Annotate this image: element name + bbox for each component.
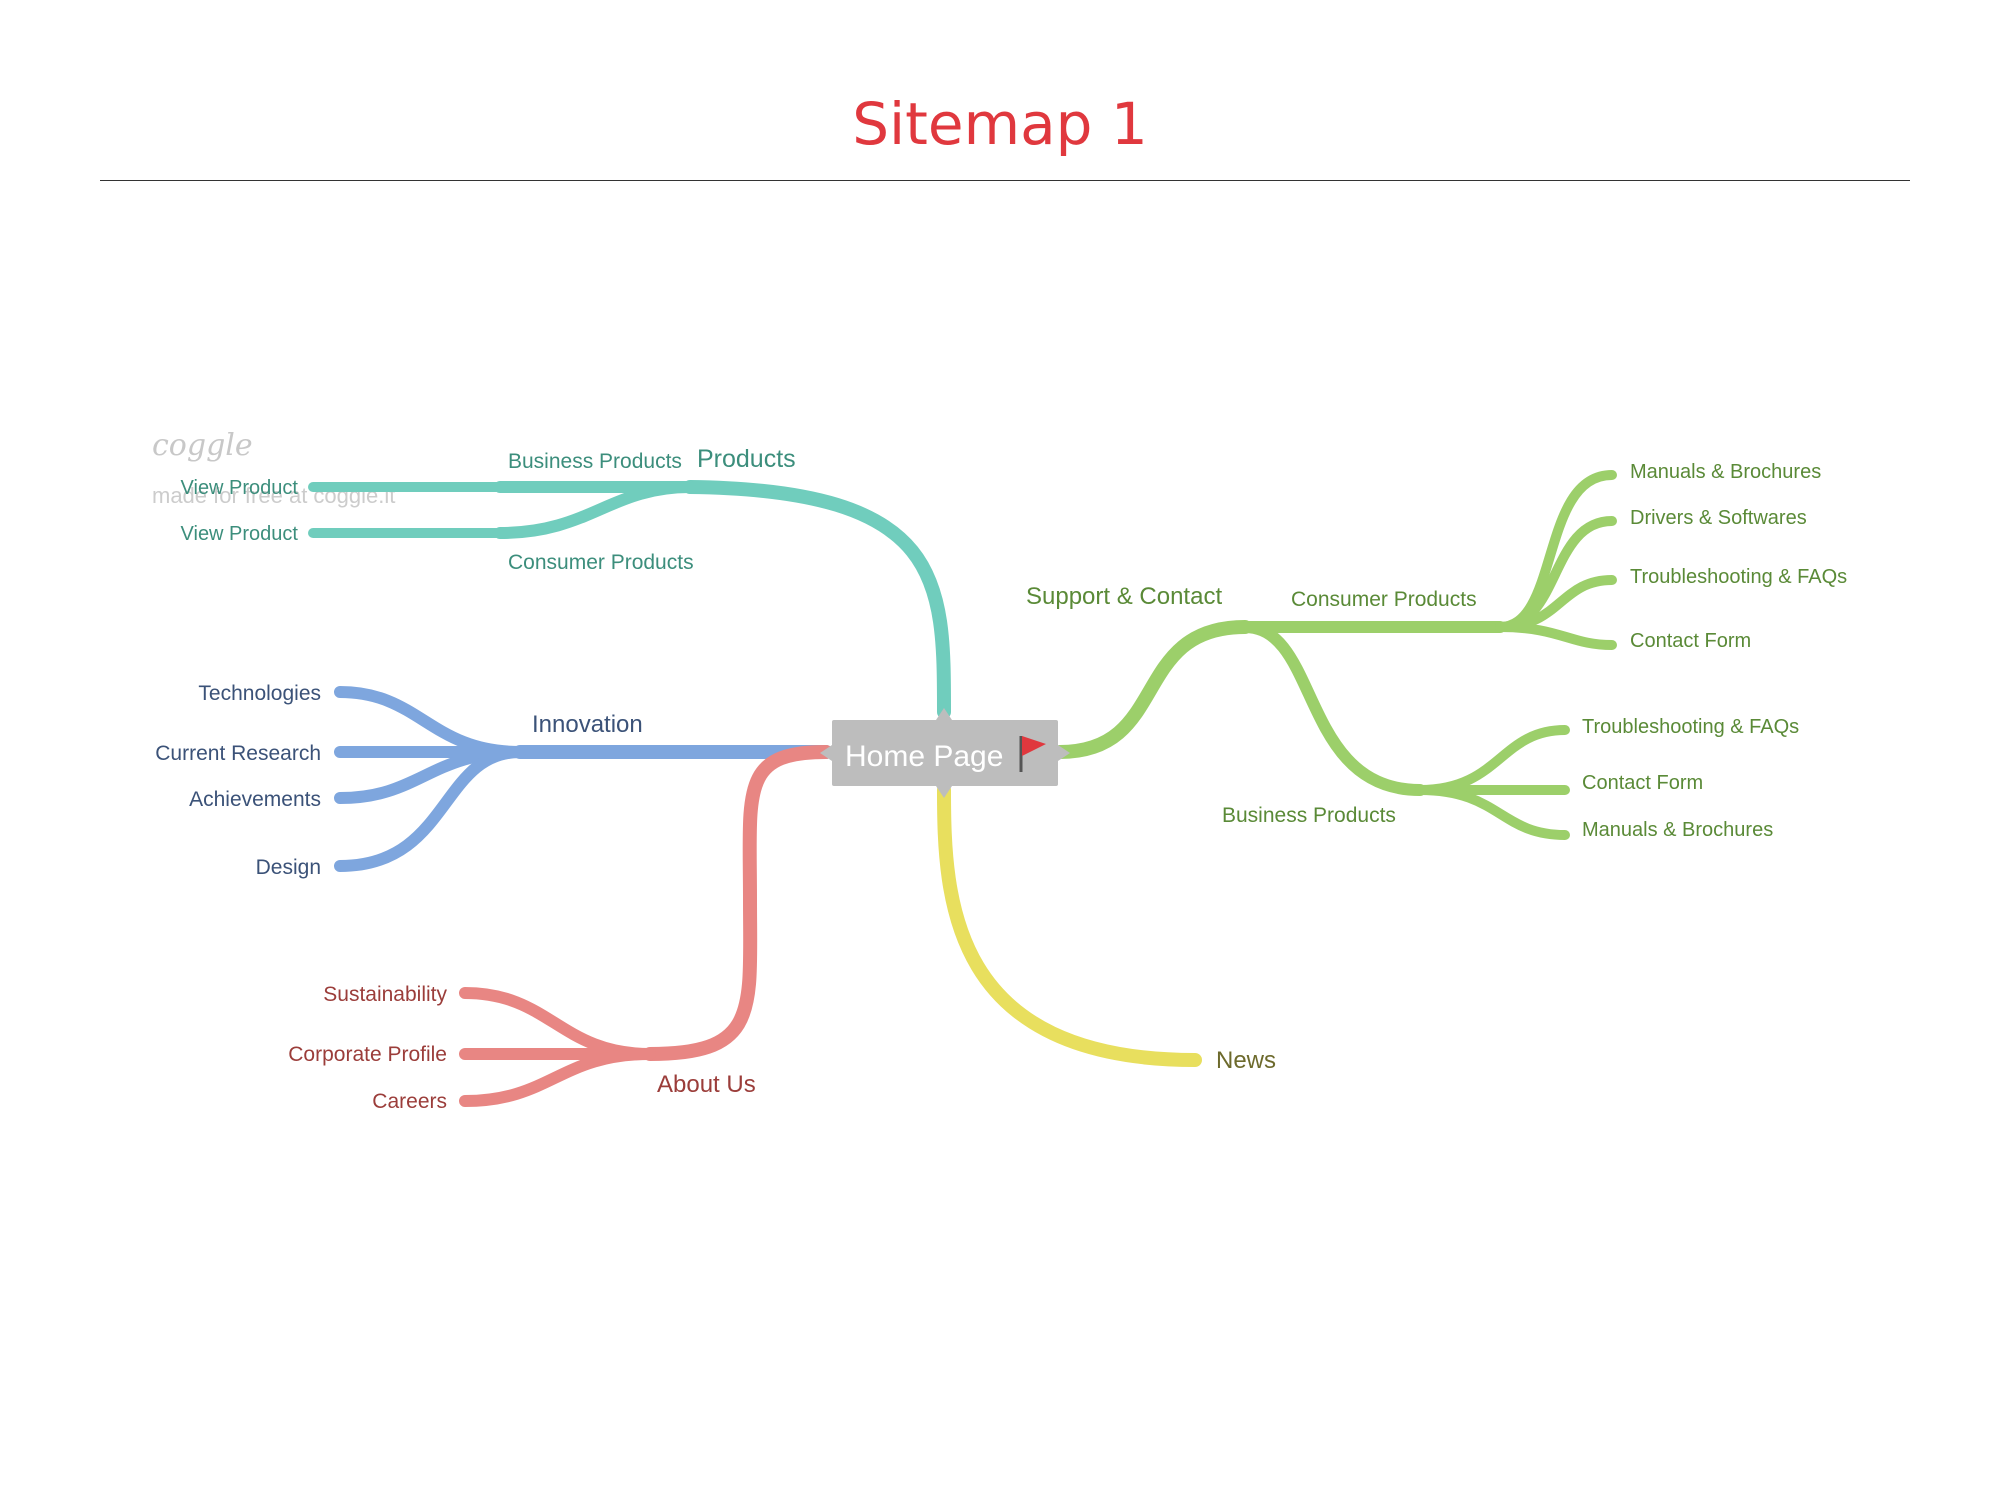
node-business-contact-form[interactable]: Contact Form bbox=[1582, 772, 1703, 794]
coggle-logo: coggle bbox=[152, 428, 253, 463]
node-products[interactable]: Products bbox=[697, 445, 796, 473]
page-title: Sitemap 1 bbox=[852, 90, 1148, 158]
home-connector-right bbox=[1058, 745, 1070, 761]
node-support-contact[interactable]: Support & Contact bbox=[1026, 583, 1222, 610]
node-innovation[interactable]: Innovation bbox=[532, 711, 643, 738]
edge-business-manuals bbox=[1415, 785, 1570, 840]
node-support-consumer-products[interactable]: Consumer Products bbox=[1291, 588, 1477, 611]
branch-about bbox=[459, 745, 833, 1107]
node-business-manuals[interactable]: Manuals & Brochures bbox=[1582, 819, 1773, 841]
node-achievements[interactable]: Achievements bbox=[189, 788, 321, 811]
edge-about-careers bbox=[459, 1048, 656, 1107]
edge-innovation-technologies bbox=[334, 686, 526, 758]
edge-home-news bbox=[937, 783, 1202, 1067]
edge-home-support bbox=[1053, 620, 1252, 759]
node-consumer-contact-form[interactable]: Contact Form bbox=[1630, 630, 1751, 652]
title-divider bbox=[100, 180, 1910, 181]
node-sustainability[interactable]: Sustainability bbox=[323, 983, 447, 1006]
node-view-product-consumer[interactable]: View Product bbox=[181, 523, 299, 545]
edge-home-about bbox=[643, 745, 833, 1061]
node-consumer-manuals[interactable]: Manuals & Brochures bbox=[1630, 461, 1821, 483]
branch-products bbox=[308, 480, 951, 719]
home-page-box bbox=[832, 720, 1058, 786]
node-consumer-troubleshooting[interactable]: Troubleshooting & FAQs bbox=[1630, 566, 1847, 588]
edge-home-products bbox=[683, 480, 951, 719]
branch-innovation bbox=[334, 686, 833, 872]
node-business-troubleshooting[interactable]: Troubleshooting & FAQs bbox=[1582, 716, 1799, 738]
edge-support-business bbox=[1239, 621, 1426, 796]
branch-news bbox=[937, 783, 1202, 1067]
node-business-products[interactable]: Business Products bbox=[508, 450, 682, 473]
node-technologies[interactable]: Technologies bbox=[198, 682, 321, 705]
branch-support bbox=[1053, 470, 1617, 840]
node-careers[interactable]: Careers bbox=[372, 1090, 447, 1113]
node-consumer-products[interactable]: Consumer Products bbox=[508, 551, 694, 574]
node-view-product-business[interactable]: View Product bbox=[181, 477, 299, 499]
node-design[interactable]: Design bbox=[256, 856, 321, 879]
home-connector-left bbox=[820, 745, 832, 761]
home-connector-top bbox=[936, 708, 952, 720]
edge-business-troubleshooting bbox=[1415, 725, 1570, 795]
edge-about-sustainability bbox=[459, 987, 656, 1060]
node-current-research[interactable]: Current Research bbox=[155, 742, 321, 765]
edge-products-consumer bbox=[494, 481, 696, 539]
home-page-node[interactable]: Home Page bbox=[820, 708, 1070, 798]
flag-icon bbox=[1019, 736, 1046, 772]
node-consumer-drivers[interactable]: Drivers & Softwares bbox=[1630, 507, 1807, 529]
node-corporate-profile[interactable]: Corporate Profile bbox=[288, 1043, 447, 1066]
edge-consumer-contact bbox=[1495, 622, 1617, 650]
home-page-label: Home Page bbox=[845, 740, 1003, 773]
node-about-us[interactable]: About Us bbox=[657, 1071, 756, 1098]
home-connector-bottom bbox=[936, 786, 952, 798]
node-news[interactable]: News bbox=[1216, 1047, 1276, 1074]
edge-innovation-design bbox=[334, 746, 526, 872]
node-support-business-products[interactable]: Business Products bbox=[1222, 804, 1396, 827]
